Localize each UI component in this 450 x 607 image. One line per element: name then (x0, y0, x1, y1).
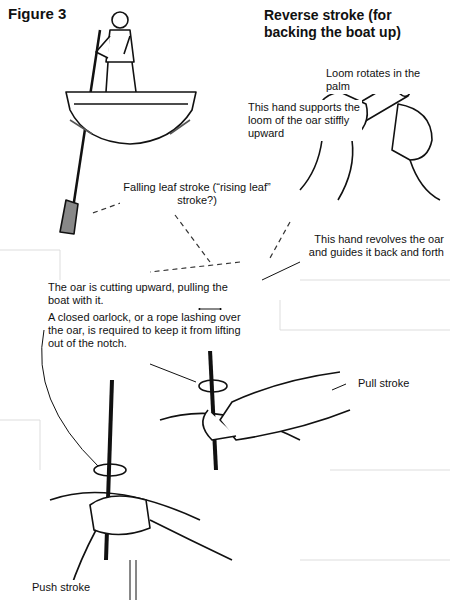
figure-title: Reverse stroke (for backing the boat up) (262, 6, 406, 42)
note: This hand revolves the oar and guides it… (294, 232, 446, 260)
stroke-label: Push stroke (30, 580, 92, 595)
note: The oar is cutting upward, pulling the b… (46, 280, 250, 308)
note: This hand supports the loom of the oar s… (246, 100, 362, 141)
stroke-label: Falling leaf stroke (“rising leaf” strok… (120, 180, 274, 208)
figure-number: Figure 3 (6, 4, 68, 24)
note: Loom rotates in the palm (324, 66, 446, 94)
note: A closed oarlock, or a rope lashing over… (46, 310, 250, 351)
stroke-label: Pull stroke (356, 376, 411, 391)
